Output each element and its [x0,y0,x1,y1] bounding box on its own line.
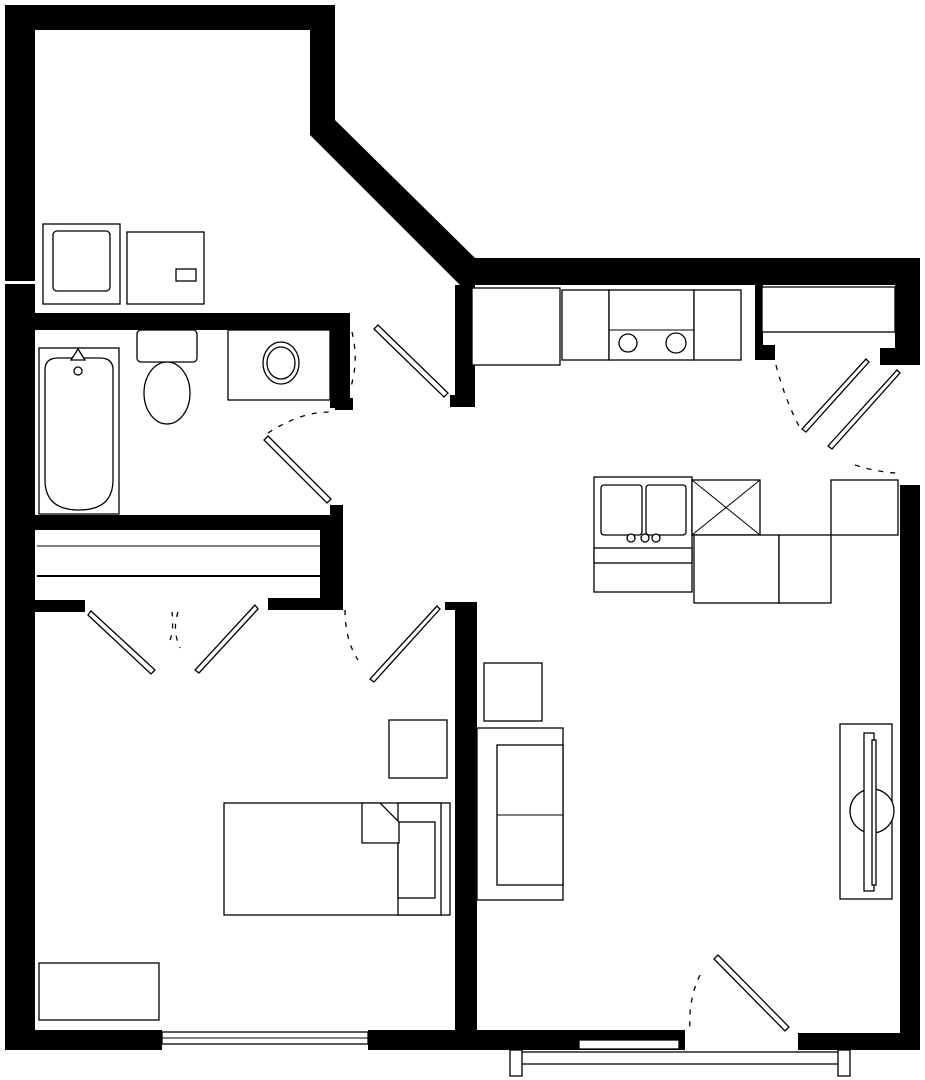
closet [37,545,320,577]
bedroom [38,719,451,1021]
kitchen-sink-icon [593,476,693,593]
door-icon [347,324,449,398]
door-icon [87,610,181,675]
door-icon [775,358,870,433]
door-icon [344,605,441,683]
tv-icon [839,723,895,900]
dryer-icon [126,231,205,305]
laundry [42,223,205,305]
kitchen [471,286,899,604]
sofa-icon [476,727,564,901]
bathroom [38,329,331,515]
sink-icon [227,329,331,401]
doors [87,324,901,1032]
door-icon [689,954,790,1032]
door-icon [263,411,332,504]
walls [5,5,920,1050]
window-icon [514,1051,846,1065]
living-room [476,662,895,901]
windows [161,1031,851,1077]
door-icon [827,369,901,474]
toilet-icon [136,329,198,425]
door-icon [169,603,259,674]
bed-icon [223,802,451,916]
